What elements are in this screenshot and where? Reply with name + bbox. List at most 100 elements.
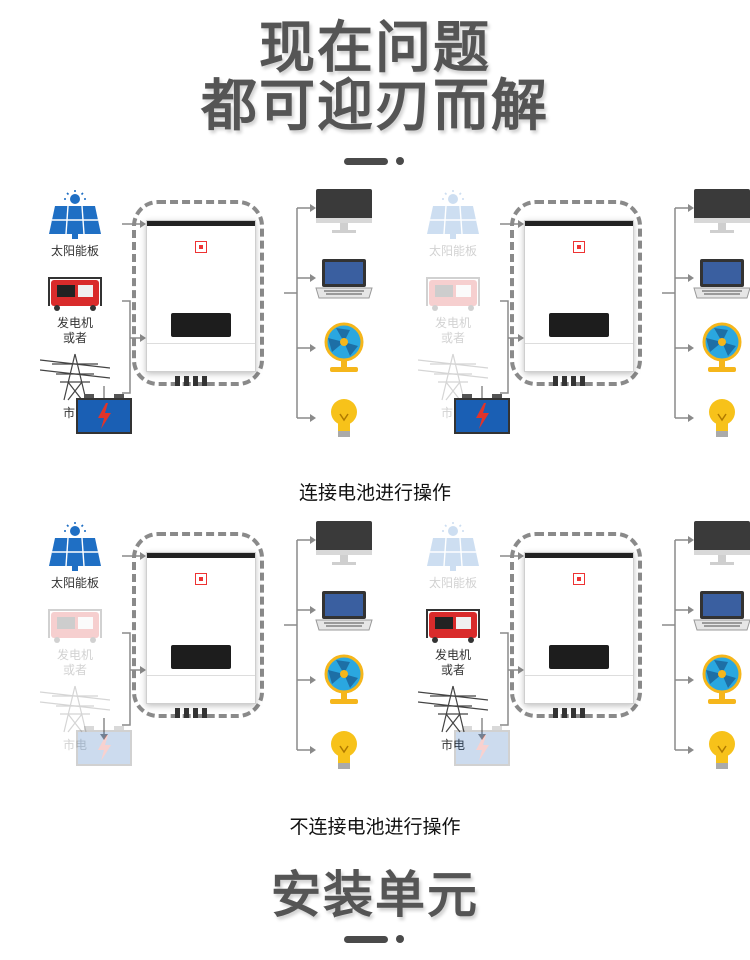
source-solar: 太阳能板 — [30, 522, 120, 591]
inverter-unit — [524, 552, 634, 718]
arrow-out-2 — [688, 274, 694, 282]
arrow-battery — [478, 734, 486, 740]
arrow-out-1 — [310, 204, 316, 212]
inverter-top-bar — [525, 553, 633, 558]
battery-icon — [76, 726, 132, 766]
inverter-dashed-outline — [132, 532, 264, 718]
arrow-out-4 — [688, 746, 694, 754]
solar-panel-icon — [427, 522, 479, 571]
inverter-logo-icon — [573, 573, 585, 585]
inverter-divider — [147, 675, 255, 676]
inverter-display — [549, 313, 609, 337]
grid-label: 市电 — [62, 738, 87, 752]
arrow-gen-grid — [518, 666, 524, 674]
system-diagram-panel-1: 太阳能板 发电机 或者 市电 — [22, 188, 382, 488]
fan-icon — [702, 654, 742, 704]
generator-label-line1: 发电机 — [56, 648, 93, 662]
arrow-out-1 — [310, 536, 316, 544]
arrow-out-4 — [310, 746, 316, 754]
source-solar: 太阳能板 — [408, 190, 498, 259]
arrow-out-2 — [310, 606, 316, 614]
fan-icon — [324, 654, 364, 704]
source-generator: 发电机 或者 — [408, 272, 498, 346]
footer-divider-dash — [344, 936, 388, 943]
laptop-icon — [693, 259, 750, 299]
solar-panel-icon — [49, 190, 101, 239]
arrow-battery — [100, 734, 108, 740]
battery-icon — [454, 394, 510, 434]
divider-dash — [344, 158, 388, 165]
inverter-dashed-outline — [510, 532, 642, 718]
power-tower-icon — [417, 685, 489, 733]
wire-out-branches — [675, 207, 688, 419]
wire-gen-grid — [500, 300, 509, 394]
generator-label-line1: 发电机 — [434, 316, 471, 330]
source-grid: 市电 — [408, 684, 498, 753]
source-solar: 太阳能板 — [30, 190, 120, 259]
inverter-top-bar — [525, 221, 633, 226]
arrow-out-3 — [688, 676, 694, 684]
grid-label: 市电 — [440, 738, 465, 752]
fan-icon — [702, 322, 742, 372]
laptop-icon — [315, 259, 373, 299]
solar-panel-icon — [49, 522, 101, 571]
arrow-gen-grid — [140, 334, 146, 342]
arrow-gen-grid — [140, 666, 146, 674]
wiring — [478, 536, 694, 754]
inverter-display — [171, 313, 231, 337]
generator-label-line1: 发电机 — [56, 316, 93, 330]
lightbulb-icon — [331, 731, 357, 769]
generator-label-line1: 发电机 — [434, 648, 471, 662]
wire-out-branches — [297, 207, 310, 419]
inverter-unit — [524, 220, 634, 386]
inverter-logo-icon — [195, 241, 207, 253]
inverter-terminals — [175, 703, 215, 718]
inverter-divider — [525, 343, 633, 344]
solar-label: 太阳能板 — [428, 576, 477, 590]
monitor-icon — [694, 189, 750, 233]
wire-gen-grid — [500, 632, 509, 726]
solar-label: 太阳能板 — [50, 244, 99, 258]
source-solar: 太阳能板 — [408, 522, 498, 591]
monitor-icon — [316, 189, 372, 233]
source-generator: 发电机 或者 — [408, 604, 498, 678]
laptop-icon — [693, 591, 750, 631]
wire-gen-grid — [122, 632, 131, 726]
power-tower-icon — [39, 353, 111, 401]
source-generator: 发电机 或者 — [30, 604, 120, 678]
generator-label-line2: 或者 — [440, 331, 465, 345]
caption-without-battery: 不连接电池进行操作 — [289, 816, 461, 838]
inverter-unit — [146, 220, 256, 386]
lightbulb-icon — [709, 731, 735, 769]
wire-out-branches — [675, 539, 688, 751]
power-tower-icon — [39, 685, 111, 733]
wiring — [478, 204, 694, 422]
generator-label-line2: 或者 — [440, 663, 465, 677]
lightbulb-icon — [331, 399, 357, 437]
wire-out-branches — [297, 539, 310, 751]
arrow-out-3 — [310, 344, 316, 352]
wiring — [100, 536, 316, 754]
inverter-terminals — [175, 371, 215, 386]
system-diagram-panel-4: 太阳能板 发电机 或者 市电 — [400, 520, 750, 820]
generator-label-line2: 或者 — [62, 331, 87, 345]
inverter-divider — [147, 343, 255, 344]
inverter-dashed-outline — [132, 200, 264, 386]
inverter-terminals — [553, 371, 593, 386]
inverter-terminals — [553, 703, 593, 718]
source-generator: 发电机 或者 — [30, 272, 120, 346]
fan-icon — [324, 322, 364, 372]
footer-divider-dot — [396, 935, 404, 943]
arrow-out-4 — [310, 414, 316, 422]
battery-icon — [454, 726, 510, 766]
system-diagram-panel-2: 太阳能板 发电机 或者 市电 — [400, 188, 750, 488]
inverter-logo-icon — [573, 241, 585, 253]
headline-line1: 现在问题 — [259, 16, 491, 81]
inverter-divider — [525, 675, 633, 676]
laptop-icon — [315, 591, 373, 631]
battery-icon — [76, 394, 132, 434]
solar-panel-icon — [427, 190, 479, 239]
solar-label: 太阳能板 — [50, 576, 99, 590]
headline-line2: 都可迎刃而解 — [201, 74, 549, 139]
arrow-out-2 — [310, 274, 316, 282]
